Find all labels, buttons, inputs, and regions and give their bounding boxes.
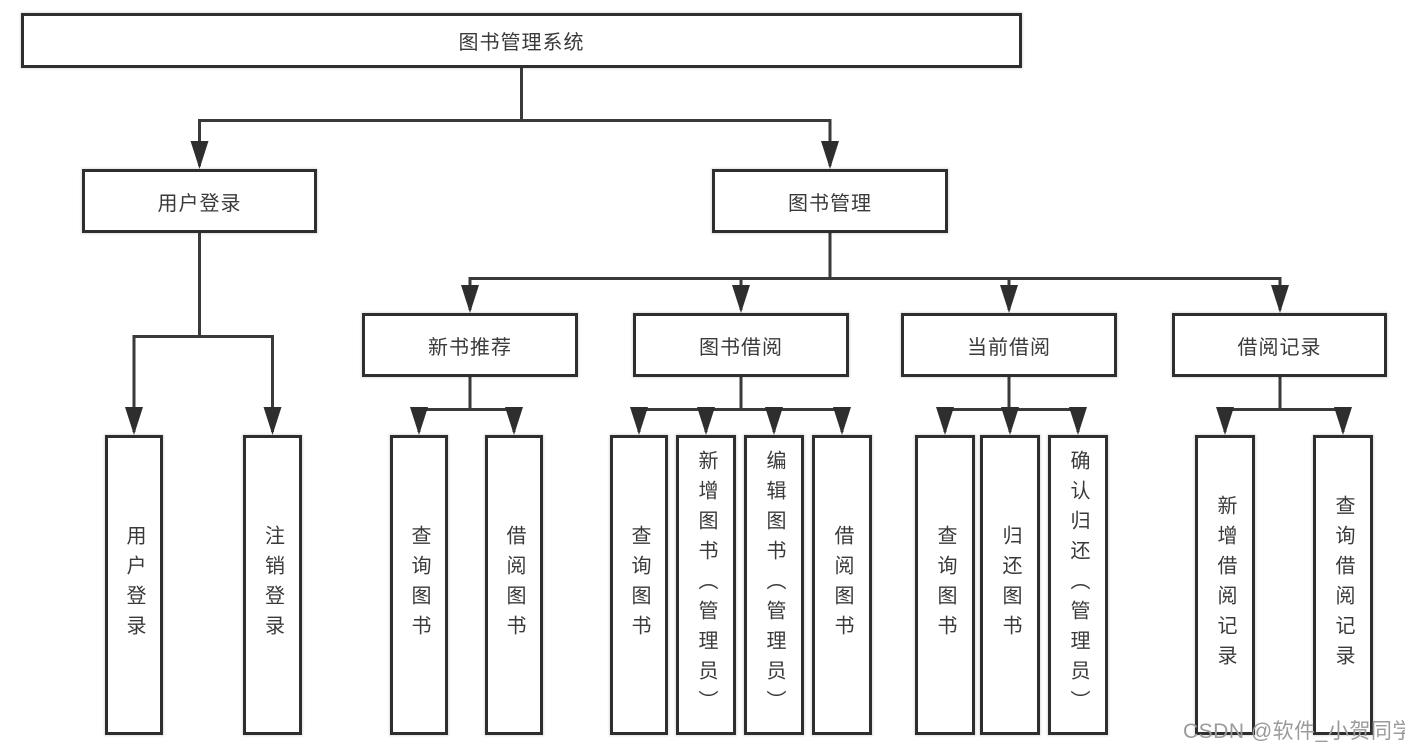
node-label: 图书管理: [788, 192, 872, 215]
node-borrow-records: 借阅记录: [1172, 313, 1387, 377]
node-label: 当前借阅: [967, 336, 1051, 359]
node-current-borrow: 当前借阅: [901, 313, 1117, 377]
node-book-borrow: 图书借阅: [633, 313, 849, 377]
leaf-label: 编辑图书（管理员）: [763, 450, 785, 720]
leaf-return-books: 归还图书: [980, 435, 1040, 735]
node-label: 图书借阅: [699, 336, 783, 359]
leaf-edit-books-admin: 编辑图书（管理员）: [744, 435, 804, 735]
leaf-label: 查询图书: [934, 525, 956, 645]
leaf-query-books-borrow: 查询图书: [610, 435, 668, 735]
leaf-borrow-books: 借阅图书: [812, 435, 872, 735]
leaf-label: 借阅图书: [831, 525, 853, 645]
leaf-query-books-current: 查询图书: [915, 435, 975, 735]
leaf-label: 归还图书: [999, 525, 1021, 645]
node-new-book-recommend: 新书推荐: [362, 313, 578, 377]
node-label: 用户登录: [157, 192, 242, 215]
csdn-watermark: CSDN @软件_小贺同学: [1183, 720, 1405, 743]
node-label: 新书推荐: [428, 336, 512, 359]
node-label: 借阅记录: [1237, 336, 1322, 359]
leaf-label: 借阅图书: [503, 525, 525, 645]
leaf-user-login: 用户登录: [105, 435, 163, 735]
node-book-management: 图书管理: [712, 169, 948, 233]
node-user-login: 用户登录: [82, 169, 317, 233]
leaf-label: 新增借阅记录: [1214, 495, 1236, 675]
leaf-label: 新增图书（管理员）: [695, 450, 717, 720]
leaf-confirm-return-admin: 确认归还（管理员）: [1048, 435, 1108, 735]
leaf-query-books-recommend: 查询图书: [390, 435, 448, 735]
leaf-add-borrow-record: 新增借阅记录: [1195, 435, 1255, 735]
leaf-label: 查询借阅记录: [1332, 495, 1354, 675]
node-label: 图书管理系统: [458, 32, 585, 54]
leaf-label: 注销登录: [261, 525, 284, 645]
leaf-label: 用户登录: [123, 525, 145, 645]
leaf-label: 确认归还（管理员）: [1067, 450, 1089, 720]
leaf-label: 查询图书: [408, 525, 430, 645]
leaf-logout: 注销登录: [243, 435, 302, 735]
leaf-add-books-admin: 新增图书（管理员）: [676, 435, 736, 735]
leaf-query-borrow-record: 查询借阅记录: [1313, 435, 1373, 735]
node-library-management-system: 图书管理系统: [21, 13, 1022, 68]
leaf-borrow-books-recommend: 借阅图书: [485, 435, 543, 735]
leaf-label: 查询图书: [628, 525, 650, 645]
